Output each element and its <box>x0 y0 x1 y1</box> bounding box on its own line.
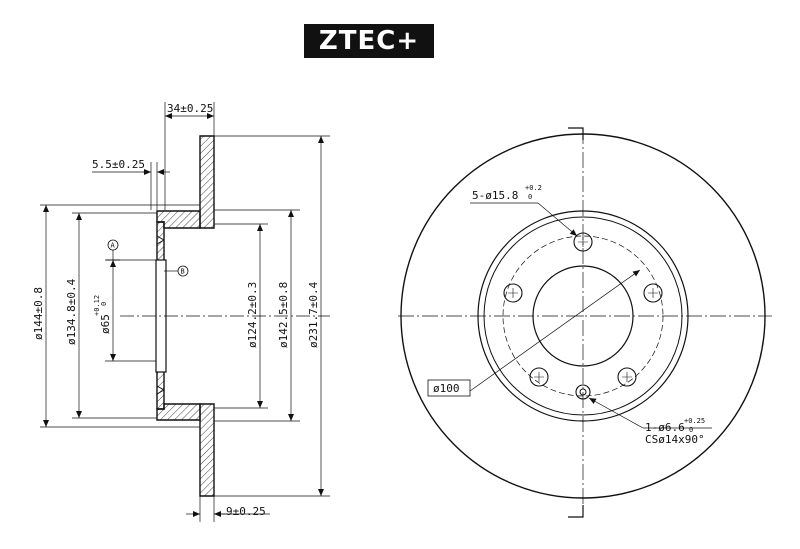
ztec-logo: ZTEC+ <box>304 24 434 58</box>
datum-a-label: A <box>111 242 116 250</box>
bolt-hole <box>643 283 663 303</box>
disc-section-top <box>199 135 215 229</box>
dim-dia-65-tol-upper: +0.12 <box>93 295 101 316</box>
locator-tol-upper: +0.25 <box>684 417 705 425</box>
locator-hole-label: 1-ø6.6 <box>645 421 685 434</box>
dim-dia-65: ø65 <box>99 314 112 334</box>
dim-overall-width: 34±0.25 <box>167 102 213 115</box>
countersink-label: CSø14x90° <box>645 433 705 446</box>
dim-disc-thickness: 9±0.25 <box>226 505 266 518</box>
locator-tol-lower: 0 <box>689 426 693 434</box>
pcd-label: ø100 <box>433 382 460 395</box>
bolt-hole <box>503 283 523 303</box>
dim-dia-124-2: ø124.2±0.3 <box>246 282 259 348</box>
dim-dia-65-tol-lower: 0 <box>100 302 108 306</box>
front-view <box>398 127 772 518</box>
bolt-holes-tol-upper: +0.2 <box>525 184 542 192</box>
dim-dia-144: ø144±0.8 <box>32 287 45 340</box>
dim-dia-142-5: ø142.5±0.8 <box>277 282 290 348</box>
dim-dia-134-8: ø134.8±0.4 <box>65 278 78 345</box>
bolt-hole <box>617 367 637 387</box>
pcd-label-box <box>427 379 471 397</box>
disc-section-bottom <box>199 403 215 497</box>
bolt-holes-label: 5-ø15.8 <box>472 189 518 202</box>
dim-flange-thickness: 5.5±0.25 <box>92 158 145 171</box>
side-section-view <box>40 102 330 522</box>
dim-dia-231-7: ø231.7±0.4 <box>307 281 320 348</box>
datum-b-label: B <box>181 268 185 276</box>
bolt-holes-tol-lower: 0 <box>528 193 532 201</box>
bolt-hole <box>529 367 549 387</box>
